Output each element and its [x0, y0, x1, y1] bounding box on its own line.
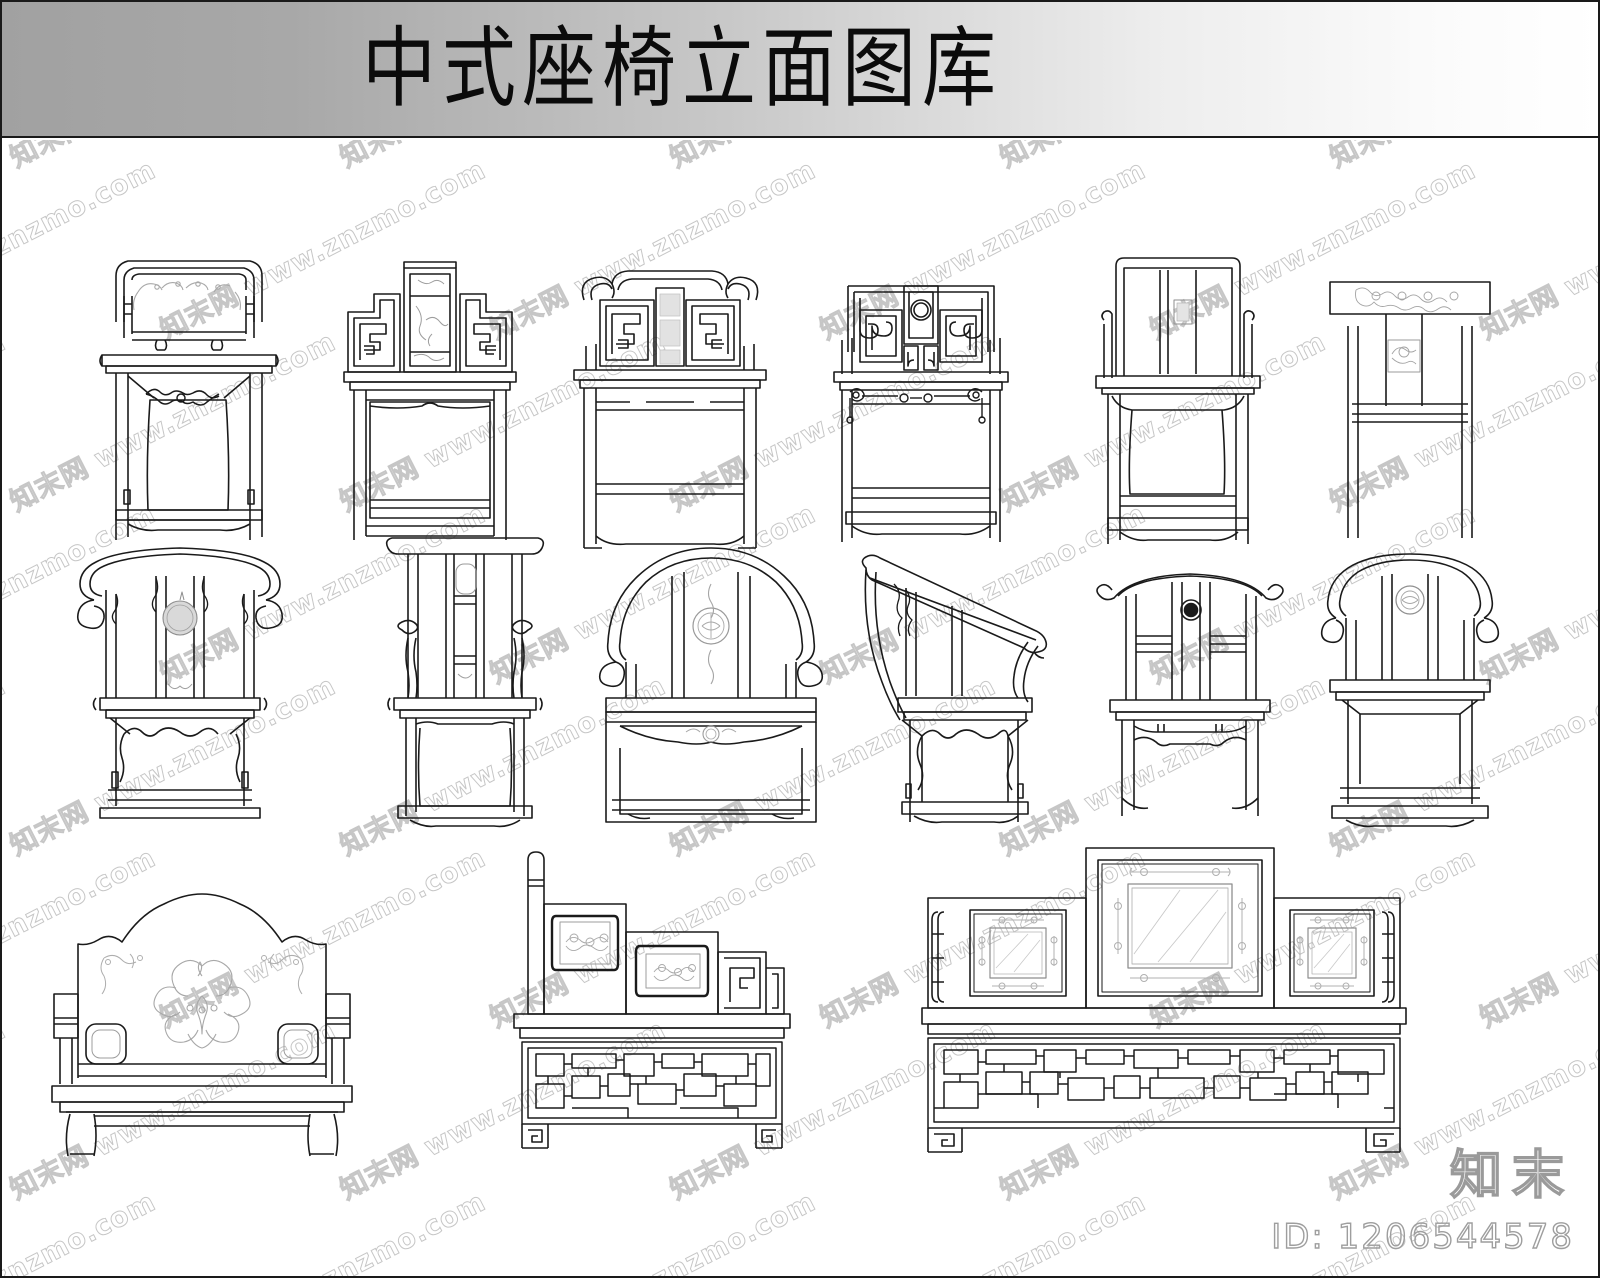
watermark-text: 知末网 www.znzmo.com [155, 498, 492, 691]
chair-5 [1088, 252, 1268, 552]
watermark-text: 知末网 www.znzmo.com [2, 1014, 11, 1207]
watermark-text: 知末网 www.znzmo.com [815, 154, 1152, 347]
chair-8 [380, 528, 550, 828]
bench-2 [508, 846, 796, 1156]
watermark-text: 知末网 www.znzmo.com [482, 1180, 822, 1276]
bench-1 [46, 858, 358, 1158]
watermark-text: 知末网 www.znzmo.com [1475, 498, 1600, 691]
watermark-text: 知末网 www.znzmo.com [2, 842, 161, 1035]
watermark-text: 知末网 www.znzmo.com [1322, 140, 1598, 175]
watermark-text: 知末网 www.znzmo.com [995, 326, 1332, 519]
chair-11 [1096, 560, 1284, 826]
chair-4 [826, 252, 1016, 554]
watermark-text: 知末网 www.znzmo.com [995, 1014, 1332, 1207]
page-title: 中式座椅立面图库 [362, 18, 1002, 120]
watermark-text: 知末网 www.znzmo.com [5, 1014, 342, 1207]
watermark-text: 知末网 www.znzmo.com [812, 1180, 1152, 1276]
watermark-text: 知末网 www.znzmo.com [485, 842, 822, 1035]
watermark-text: 知末网 www.znzmo.com [2, 140, 11, 175]
asset-id-label: ID: 1206544578 [1271, 1217, 1574, 1257]
watermark-text: 知末网 www.znzmo.com [335, 1014, 672, 1207]
chair-1 [94, 252, 284, 552]
watermark-text: 知末网 www.znzmo.com [5, 670, 342, 863]
watermark-text: 知末网 www.znzmo.com [2, 670, 11, 863]
watermark-text: 知末网 www.znzmo.com [5, 326, 342, 519]
watermark-text: 知末网 www.znzmo.com [662, 140, 1002, 175]
watermark-text: 知末网 www.znzmo.com [992, 140, 1332, 175]
watermark-text: 知末网 www.znzmo.com [995, 670, 1332, 863]
watermark-text: 知末网 www.znzmo.com [815, 842, 1152, 1035]
title-banner: 中式座椅立面图库 [2, 2, 1598, 138]
watermark-text: 知末网 www.znzmo.com [155, 842, 492, 1035]
watermark-text: 知末网 www.znzmo.com [1475, 154, 1600, 347]
bench-3 [918, 836, 1410, 1158]
watermark-text: 知末网 www.znzmo.com [2, 498, 161, 691]
watermark-text: 知末网 www.znzmo.com [335, 670, 672, 863]
watermark-text: 知末网 www.znzmo.com [665, 670, 1002, 863]
chair-10 [848, 522, 1068, 828]
chair-3 [570, 248, 770, 560]
watermark-text: 知末网 www.znzmo.com [665, 1014, 1002, 1207]
watermark-text: 知末网 www.znzmo.com [1325, 670, 1600, 863]
drawing-canvas [2, 140, 1598, 1276]
watermark-text: 知末网 www.znzmo.com [485, 154, 822, 347]
watermark-text: 知末网 www.znzmo.com [335, 326, 672, 519]
watermark-text: 知末网 www.znzmo.com [2, 1180, 161, 1276]
chair-6 [1320, 258, 1500, 558]
watermark-text: 知末网 www.znzmo.com [332, 140, 672, 175]
watermark-text: 知末网 www.znzmo.com [2, 326, 11, 519]
chair-12 [1320, 548, 1500, 828]
watermark-text: 知末网 www.znzmo.com [1145, 154, 1482, 347]
watermark-text: 知末网 www.znzmo.com [1145, 498, 1482, 691]
watermark-text: 知末网 www.znzmo.com [155, 154, 492, 347]
watermark-text: 知末网 www.znzmo.com [2, 154, 161, 347]
watermark-text: 知末网 www.znzmo.com [1475, 842, 1600, 1035]
watermark-text: 知末网 www.znzmo.com [152, 1180, 492, 1276]
brand-watermark: 知末 [1449, 1146, 1574, 1206]
watermark-text: 知末网 www.znzmo.com [665, 326, 1002, 519]
chair-7 [68, 522, 292, 822]
watermark-text: 知末网 www.znzmo.com [815, 498, 1152, 691]
watermark-text: 知末网 www.znzmo.com [1145, 842, 1482, 1035]
chair-2 [340, 250, 520, 550]
watermark-text: 知末网 www.znzmo.com [1325, 326, 1600, 519]
chair-9 [598, 522, 824, 828]
watermark-text: 知末网 www.znzmo.com [485, 498, 822, 691]
watermark-text: 知末网 www.znzmo.com [2, 140, 342, 175]
